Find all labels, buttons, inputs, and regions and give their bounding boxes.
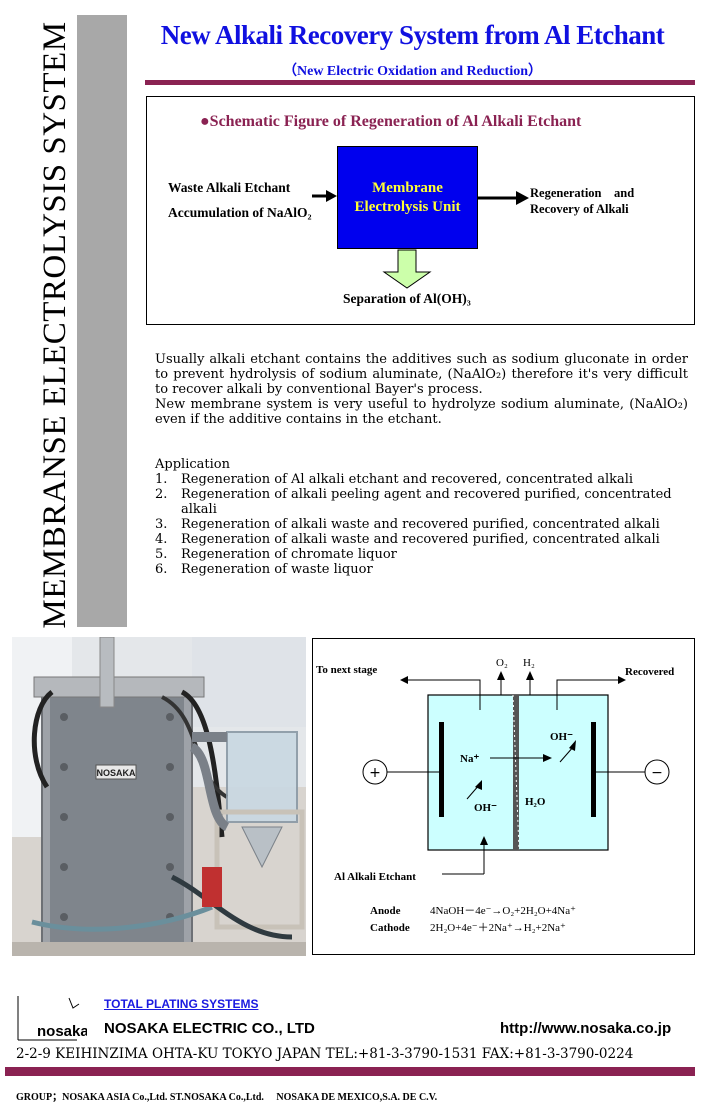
plus-sign: + (369, 765, 381, 781)
unit-label: Membrane Electrolysis Unit (354, 179, 461, 215)
nosaka-logo: nosaka (17, 996, 87, 1041)
membrane-electrolysis-unit: Membrane Electrolysis Unit (337, 146, 478, 249)
negative-terminal (644, 759, 670, 785)
list-item-text: Regeneration of alkali waste and recover… (181, 517, 660, 532)
logo-wordmark: nosaka (37, 1023, 87, 1040)
oh-anode-label: OH⁻ (474, 802, 497, 814)
recovered-label: Recovered (625, 666, 674, 678)
o2-label: O₂ (496, 657, 508, 669)
electrolysis-cell-diagram (312, 638, 695, 955)
output-arrow (478, 191, 529, 205)
list-item: 4. Regeneration of alkali waste and recov… (155, 532, 695, 547)
equipment-illustration: NOSAKA (12, 637, 306, 956)
na-ion-label: Na⁺ (460, 753, 479, 765)
list-item-text: Regeneration of chromate liquor (181, 547, 397, 562)
equipment-photo: NOSAKA (12, 637, 306, 956)
h2o-label: H₂O (525, 796, 546, 808)
list-item: 1. Regeneration of Al alkali etchant and … (155, 472, 695, 487)
application-list: 1. Regeneration of Al alkali etchant and … (155, 472, 695, 577)
output-label-regeneration: Regeneration and (530, 186, 635, 200)
separation-label: Separation of Al(OH)₃ (343, 291, 471, 306)
gray-side-bar (77, 15, 127, 627)
input-label-waste: Waste Alkali Etchant (168, 180, 291, 195)
to-next-stage-label: To next stage (316, 664, 377, 676)
schematic-figure-frame (146, 96, 695, 325)
list-item: 2. Regeneration of alkali peeling agent a… (155, 487, 695, 517)
down-arrow (382, 249, 432, 289)
page-subtitle: （New Electric Oxidation and Reduction） (283, 64, 542, 79)
list-item-text: Regeneration of Al alkali etchant and re… (181, 472, 634, 487)
anode-equation: 4NaOH－4e⁻→O₂+2H₂O+4Na⁺ (430, 905, 576, 917)
schematic-title: ●Schematic Figure of Regeneration of Al … (200, 113, 582, 130)
list-item-number: 5. (155, 547, 168, 562)
website-link[interactable]: http://www.nosaka.co.jp (500, 1020, 672, 1037)
list-item-text: Regeneration of alkali waste and recover… (181, 532, 660, 547)
list-item-number: 2. (155, 487, 168, 502)
list-item: 3. Regeneration of alkali waste and recov… (155, 517, 695, 532)
al-etchant-label: Al Alkali Etchant (334, 871, 416, 883)
list-item-number: 6. (155, 562, 168, 577)
h2-label: H₂ (523, 657, 535, 669)
group-companies: GROUP；NOSAKA ASIA Co.,Ltd. ST.NOSAKA Co.… (16, 1092, 438, 1103)
company-address: 2-2-9 KEIHINZIMA OHTA-KU TOKYO JAPAN TEL… (16, 1046, 634, 1062)
page-title: New Alkali Recovery System from Al Etcha… (160, 20, 665, 50)
bottom-divider (5, 1067, 695, 1076)
application-heading: Application (155, 457, 230, 472)
input-arrow (312, 190, 337, 202)
list-item-number: 4. (155, 532, 168, 547)
list-item-text: Regeneration of waste liquor (181, 562, 373, 577)
company-name: NOSAKA ELECTRIC CO., LTD (104, 1020, 315, 1037)
anode-label: Anode (370, 905, 401, 917)
positive-terminal (362, 759, 388, 785)
description-paragraph-1: Usually alkali etchant contains the addi… (155, 352, 688, 397)
list-item: 6. Regeneration of waste liquor (155, 562, 695, 577)
description-paragraph-2: New membrane system is very useful to hy… (155, 397, 688, 427)
minus-sign: − (651, 765, 663, 781)
list-item-number: 3. (155, 517, 168, 532)
schematic-arrows (312, 190, 529, 289)
top-divider (145, 80, 695, 85)
anode-electrode (439, 722, 444, 817)
list-item-text: Regeneration of alkali peeling agent and… (181, 487, 672, 517)
application-section: Application 1. Regeneration of Al alkali … (155, 457, 695, 577)
cathode-electrode (591, 722, 596, 817)
input-label-accumulation: Accumulation of NaAlO₂ (168, 205, 312, 220)
cathode-label: Cathode (370, 922, 410, 934)
description: Usually alkali etchant contains the addi… (155, 352, 688, 427)
list-item: 5. Regeneration of chromate liquor (155, 547, 695, 562)
oh-cathode-label: OH⁻ (550, 731, 573, 743)
total-plating-systems-link[interactable]: TOTAL PLATING SYSTEMS (104, 997, 259, 1011)
side-title: MEMBRANSE ELECTROLYSIS SYSTEM (37, 21, 73, 629)
membrane (513, 695, 519, 850)
list-item-number: 1. (155, 472, 168, 487)
output-label-recovery: Recovery of Alkali (530, 202, 629, 216)
cell-diagram-graphics: To next stage O₂ H₂ Recovered + − Na⁺ OH… (316, 657, 674, 934)
photo-badge: NOSAKA (96, 768, 136, 778)
cathode-equation: 2H₂O+4e⁻＋2Na⁺→H₂+2Na⁺ (430, 922, 566, 934)
